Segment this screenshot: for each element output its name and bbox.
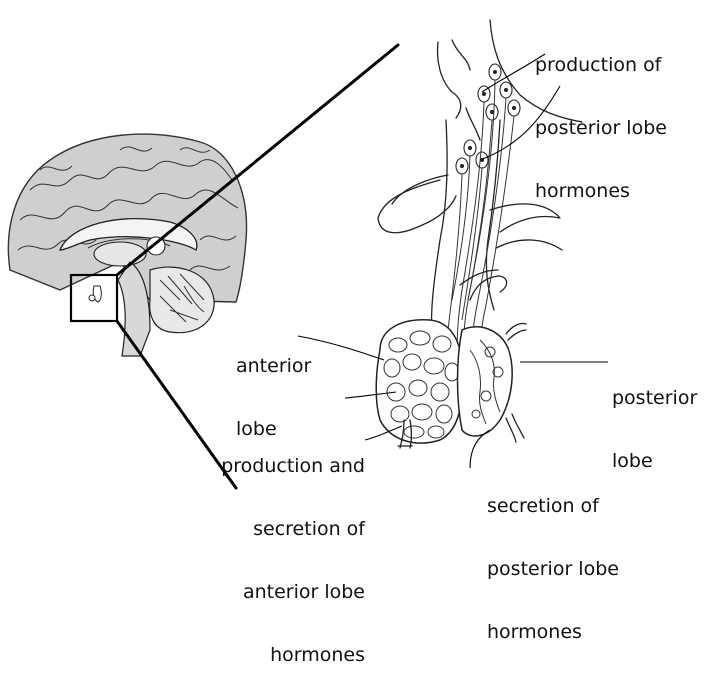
diagram-svg bbox=[7, 19, 608, 490]
anterior-gland-cells bbox=[383, 330, 460, 439]
posterior-vessels bbox=[469, 339, 504, 425]
brain-illustration bbox=[7, 133, 248, 357]
label-line: anterior bbox=[236, 355, 312, 377]
label-line: production and bbox=[221, 455, 365, 477]
zoom-line-top bbox=[115, 43, 400, 277]
label-line: posterior lobe bbox=[487, 558, 619, 580]
label-secretion-posterior: secretion of posterior lobe hormones bbox=[487, 454, 619, 664]
label-line: secretion of bbox=[253, 518, 365, 540]
label-line: production of bbox=[535, 54, 662, 76]
label-line: lobe bbox=[236, 418, 277, 440]
label-production-anterior: production and secretion of anterior lob… bbox=[205, 414, 365, 687]
label-line: posterior bbox=[612, 387, 698, 409]
label-posterior-lobe: posterior lobe bbox=[612, 346, 697, 493]
label-line: lobe bbox=[612, 450, 653, 472]
zoom-line-bottom bbox=[115, 319, 238, 490]
label-line: hormones bbox=[487, 621, 582, 643]
leader-lines bbox=[297, 53, 608, 469]
label-production-posterior: production of posterior lobe hormones bbox=[535, 13, 667, 223]
pituitary-enlarged bbox=[375, 19, 583, 449]
label-line: hormones bbox=[270, 644, 365, 666]
label-line: secretion of bbox=[487, 495, 599, 517]
neuron-cluster bbox=[455, 63, 521, 175]
pituitary-diagram: production of posterior lobe hormones an… bbox=[7, 13, 697, 666]
label-line: posterior lobe bbox=[535, 117, 667, 139]
anterior-lobe-shape bbox=[375, 319, 464, 444]
posterior-lobe-shape bbox=[456, 326, 513, 437]
label-line: anterior lobe bbox=[242, 581, 365, 603]
label-anterior-lobe: anterior lobe bbox=[236, 314, 311, 461]
label-line: hormones bbox=[535, 180, 630, 202]
